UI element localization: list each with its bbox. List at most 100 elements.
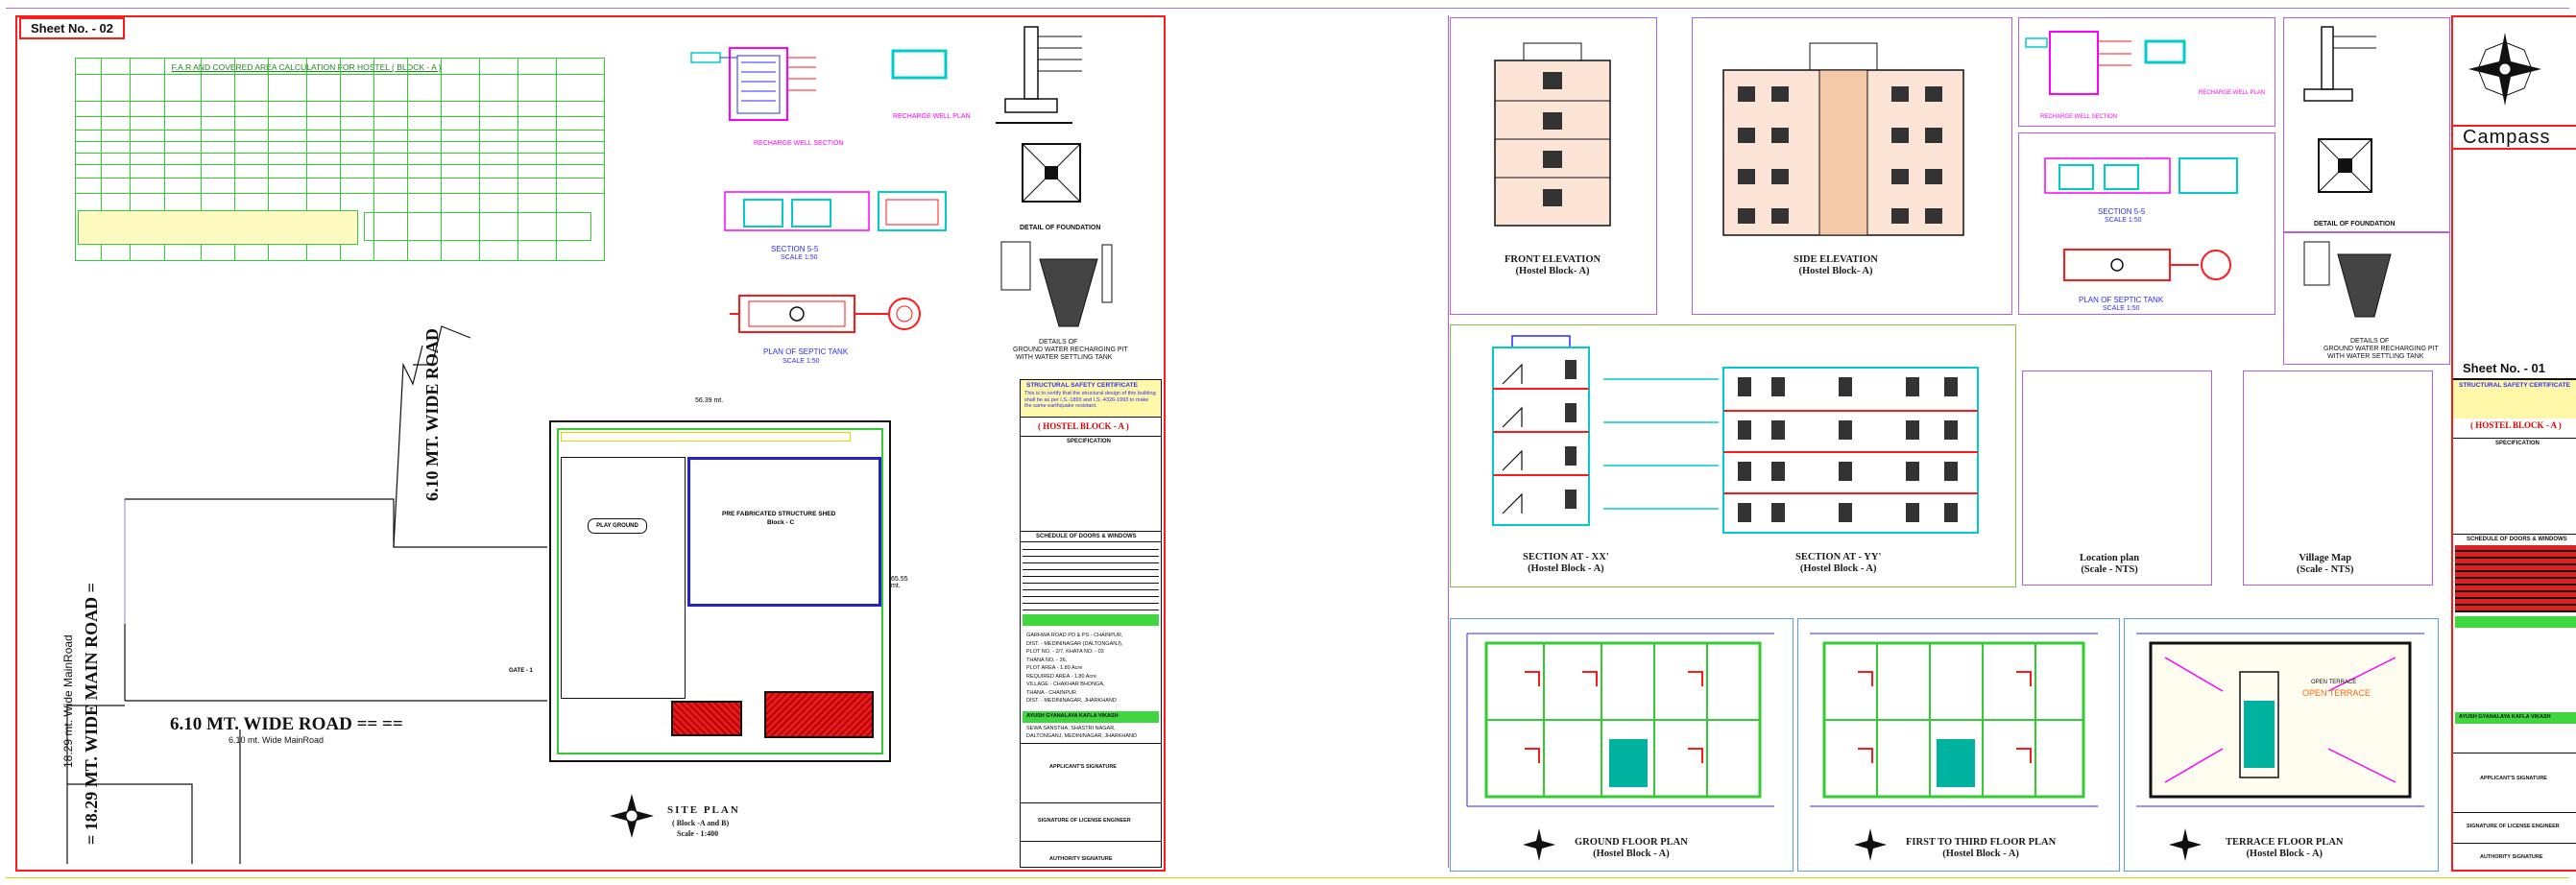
site-plan-title: SITE PLAN — [667, 804, 740, 816]
foundation-plan-drawing — [1022, 143, 1081, 203]
first-floor-title: FIRST TO THIRD FLOOR PLAN(Hostel Block -… — [1906, 837, 2057, 860]
road-label-right: 6.10 MT. WIDE ROAD — [422, 328, 442, 501]
site-plan-sub2: Scale - 1:400 — [677, 829, 719, 838]
schedule-table — [1023, 543, 1159, 610]
sheet-number-2: Sheet No. - 01 — [2463, 361, 2545, 375]
far-table: F.A.R AND COVERED AREA CALCULATION FOR H… — [75, 58, 605, 261]
shed-block-c — [687, 457, 881, 607]
open-terrace-label-1: OPEN TERRACE — [2311, 680, 2357, 685]
section-mid-lines — [1603, 378, 1719, 510]
authority-signature: AUTHORITY SIGNATURE — [1049, 856, 1113, 862]
playground-area — [561, 457, 686, 699]
recharge-well-section-2: RECHARGE WELL SECTION — [2040, 114, 2118, 120]
foundation-plan-drawing-2 — [2318, 138, 2372, 193]
septic-panel-2 — [2018, 132, 2275, 315]
block-b-building — [764, 691, 874, 738]
sections-panel — [1450, 324, 2016, 587]
road-label-bottom: 6.10 MT. WIDE ROAD == == — [170, 714, 403, 734]
road-label-bottom-sub: 6.10 mt. Wide MainRoad — [229, 735, 325, 745]
open-terrace-label-2: OPEN TERRACE — [2302, 688, 2371, 698]
septic-plan-label-2: PLAN OF SEPTIC TANK — [2079, 296, 2164, 304]
side-elevation-drawing — [1722, 42, 1964, 236]
first-floor-drawing — [1810, 633, 2098, 807]
terrace-floor-north — [2169, 828, 2202, 861]
village-map-panel — [2243, 371, 2433, 586]
block-a-building — [671, 701, 742, 736]
recharge-detail-3: WITH WATER SETTLING TANK — [1016, 354, 1113, 361]
sheet-1 — [15, 15, 1166, 872]
schedule-table-2 — [2455, 545, 2576, 612]
recharge-well-section-drawing — [690, 47, 816, 121]
play-ground-label: PLAY GROUND — [588, 518, 647, 534]
recharge-well-plan-drawing — [891, 49, 948, 80]
side-elevation-panel — [1692, 17, 2012, 315]
structural-cert-title-2: STRUCTURAL SAFETY CERTIFICATE — [2459, 382, 2570, 389]
owner-address-2: DALTONGANJ, MEDININAGAR, JHARKHAND — [1026, 733, 1138, 739]
ground-floor-title: GROUND FLOOR PLAN(Hostel Block - A) — [1575, 837, 1688, 860]
septic-plan-drawing-2 — [2063, 249, 2231, 281]
recharge-well-drawing-2 — [2025, 31, 2186, 95]
block-title: ( HOSTEL BLOCK - A ) — [1038, 421, 1129, 431]
front-elevation-panel — [1450, 17, 1657, 315]
schedule-heading: SCHEDULE OF DOORS & WINDOWS — [1036, 534, 1137, 539]
village-map-title: Village Map(Scale - NTS) — [2297, 553, 2354, 576]
site-plan: PLAY GROUND PRE FABRICATED STRUCTURE SHE… — [509, 397, 908, 762]
ground-floor-panel — [1450, 618, 1794, 872]
section-yy-drawing — [1722, 367, 1979, 534]
compass-label: Campass — [2463, 127, 2551, 148]
gate-label: GATE - 1 — [509, 668, 533, 674]
recharge-well-plan-label: RECHARGE WELL PLAN — [893, 113, 971, 120]
location-plan-title: Location plan(Scale - NTS) — [2080, 553, 2140, 576]
section-xx-title: SECTION AT - XX'(Hostel Block - A) — [1523, 552, 1609, 575]
recharge-pit-panel-2 — [2283, 232, 2450, 365]
foundation-panel-2 — [2283, 17, 2450, 232]
septic-tank-plan-scale: SCALE 1:50 — [782, 358, 820, 365]
applicant-signature-2: APPLICANT'S SIGNATURE — [2480, 776, 2547, 781]
ground-floor-north — [1523, 828, 1555, 861]
septic-tank-plan-label: PLAN OF SEPTIC TANK — [763, 347, 849, 356]
section-55-label: SECTION 5-5 — [771, 245, 819, 253]
section-55-scale: SCALE 1:50 — [781, 254, 818, 261]
title-block-1: STRUCTURAL SAFETY CERTIFICATE This is to… — [1020, 379, 1162, 868]
schedule-heading-2: SCHEDULE OF DOORS & WINDOWS — [2467, 537, 2567, 542]
terrace-floor-drawing — [2136, 633, 2424, 807]
specification-heading: SPECIFICATION — [1067, 439, 1111, 444]
foundation-detail-label: DETAIL OF FOUNDATION — [1020, 225, 1101, 231]
recharge-detail-1-s2: DETAILS OF — [2350, 338, 2390, 345]
septic-plan-scale-2: SCALE 1:50 — [2103, 305, 2140, 312]
recharge-well-section-label: RECHARGE WELL SECTION — [754, 140, 844, 147]
recharge-pit-drawing-2 — [2303, 241, 2392, 318]
section-55-label-2: SECTION 5-5 — [2098, 207, 2146, 216]
section-55-scale-2: SCALE 1:50 — [2105, 217, 2142, 224]
title-block-2: Campass Sheet No. - 01 STRUCTURAL SAFETY… — [2451, 15, 2576, 872]
authority-signature-2: AUTHORITY SIGNATURE — [2480, 854, 2543, 860]
septic-section-drawing-2 — [2044, 157, 2238, 194]
owner-name-2: AYUSH GYANALAYA KAFLA VIKASH — [2459, 714, 2551, 720]
site-dim-top: 56.39 mt. — [695, 397, 724, 404]
road-outline — [66, 325, 547, 864]
site-boundary-green — [557, 428, 883, 754]
sheet-outer-line — [6, 8, 2569, 9]
foundation-section-drawing-2 — [2303, 26, 2376, 102]
owner-address-1: SEWA SANSTHA, SHASTRI NAGAR, — [1026, 726, 1116, 731]
site-plan-sub1: ( Block -A and B) — [672, 819, 730, 827]
address-block: GARHWA ROAD PO & PS - CHAINPUR,DIST. - M… — [1026, 633, 1123, 705]
sheet-2-left-border — [1448, 15, 1449, 868]
engineer-signature: SIGNATURE OF LICENSE ENGINEER — [1038, 818, 1131, 824]
specification-heading-2: SPECIFICATION — [2495, 441, 2540, 446]
compass-icon — [2468, 33, 2541, 106]
site-top-strip — [561, 432, 851, 442]
recharge-detail-2-s2: GROUND WATER RECHARGING PIT — [2323, 346, 2439, 352]
sheet-number-1: Sheet No. - 02 — [19, 17, 125, 39]
section-xx-drawing — [1492, 335, 1590, 526]
far-summary-box — [364, 212, 591, 241]
far-table-title: F.A.R AND COVERED AREA CALCULATION FOR H… — [171, 62, 442, 72]
structural-cert-text: This is to certify that the structural d… — [1024, 391, 1156, 410]
section-yy-title: SECTION AT - YY'(Hostel Block - A) — [1795, 552, 1882, 575]
ground-floor-drawing — [1466, 633, 1774, 807]
owner-name: AYUSH GYANALAYA KAFLA VIKASH — [1026, 713, 1119, 719]
terrace-floor-title: TERRACE FLOOR PLAN(Hostel Block - A) — [2226, 837, 2344, 860]
side-elevation-title: SIDE ELEVATION(Hostel Block- A) — [1794, 254, 1879, 277]
first-floor-north — [1854, 828, 1887, 861]
front-elevation-title: FRONT ELEVATION(Hostel Block- A) — [1505, 254, 1601, 277]
